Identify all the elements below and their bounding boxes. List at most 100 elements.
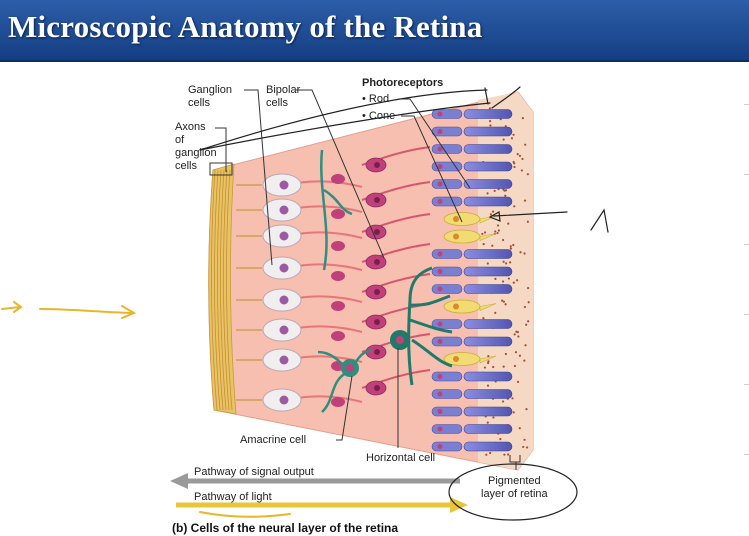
rod-inner-segment [431, 249, 463, 259]
label-ganglion-line1: Ganglion [188, 84, 233, 96]
rod-inner-segment [431, 389, 463, 399]
pigment-granule [526, 220, 529, 223]
pigment-granule [512, 281, 515, 284]
label-axons-line3: ganglion [175, 147, 217, 159]
pigment-granule [513, 205, 516, 208]
rod-outer-segment [463, 319, 513, 329]
pigment-granule [516, 279, 519, 282]
bipolar-nucleus [374, 229, 380, 235]
axon-fibers [211, 169, 233, 411]
pigment-granule [507, 277, 510, 280]
horizontal-cell [390, 266, 453, 386]
pigment-granule [523, 359, 526, 362]
pigment-granule [491, 244, 494, 247]
pigment-granule [487, 360, 490, 363]
rod-inner-segment [431, 406, 463, 417]
label-horizontal-cell: Horizontal cell [366, 452, 436, 464]
pigment-granule [510, 137, 514, 140]
pigment-granule [524, 143, 527, 146]
pigment-granule [502, 300, 505, 303]
label-pathway-of-light: Pathway of light [194, 491, 272, 503]
rod-nucleus [437, 129, 443, 134]
cone-nucleus [453, 356, 459, 362]
pigment-granule [515, 330, 518, 333]
pigment-granule [512, 160, 515, 164]
pigment-granule [523, 252, 526, 255]
rod-outer-segment [463, 161, 513, 172]
bipolar-cell-small [331, 241, 345, 251]
label-ganglion-cells: Ganglion cells [188, 84, 232, 110]
rod-nucleus [437, 444, 443, 449]
rod-nucleus [437, 339, 443, 344]
pigment-granule [509, 247, 513, 250]
pigment-granule [503, 453, 506, 456]
rod-nucleus [437, 251, 443, 257]
pigment-granule [525, 446, 529, 449]
rod-outer-segment [463, 109, 513, 119]
pigment-granule [521, 117, 524, 120]
edge-tick [744, 104, 749, 105]
pigment-granule [516, 380, 520, 383]
cone-nucleus [453, 303, 459, 310]
pigment-granule [501, 238, 505, 242]
axon-fiber [220, 169, 227, 411]
rod-inner-segment [431, 196, 463, 207]
ganglion-nucleus [279, 180, 289, 190]
slide-title: Microscopic Anatomy of the Retina [8, 9, 483, 44]
ganglion-nucleus [279, 231, 289, 241]
pigment-granule [523, 199, 527, 202]
rod-nucleus [437, 426, 443, 432]
pigment-granule [502, 365, 505, 368]
edge-tick [744, 174, 749, 175]
pigment-granule [493, 189, 496, 192]
bipolar-cell-small [331, 209, 345, 219]
rod-inner-segment [431, 441, 463, 452]
ganglion-nucleus [279, 263, 289, 273]
bipolar-cell-small [331, 174, 345, 184]
pigment-granule [502, 138, 505, 141]
rod-outer-segment [463, 144, 513, 154]
pigment-granule [526, 173, 529, 176]
pigment-granule [518, 354, 522, 357]
pigment-granule [485, 453, 488, 456]
rod-nucleus [437, 146, 443, 152]
pigment-granule [518, 154, 522, 157]
edge-tick [744, 314, 749, 315]
pigment-granule [494, 230, 497, 233]
pigment-granule [489, 124, 492, 127]
rod-outer-segment [463, 126, 513, 137]
label-amacrine-cell: Amacrine cell [240, 434, 307, 446]
pigment-granule [525, 323, 528, 326]
bipolar-nucleus [374, 319, 380, 325]
rod-nucleus [437, 181, 443, 187]
axon-fiber [214, 169, 221, 411]
title-bar: Microscopic Anatomy of the Retina [0, 0, 749, 62]
leader-lines [215, 89, 521, 470]
rod-outer-segment [463, 424, 513, 434]
axon-fiber [217, 169, 224, 411]
rod-nucleus [437, 286, 443, 292]
rod-nucleus [437, 199, 443, 204]
pigment-granule [494, 311, 497, 314]
axon-fiber [226, 169, 233, 411]
pen-annotations [199, 86, 609, 521]
pigment-granule [488, 107, 491, 110]
pigment-granule [501, 299, 504, 302]
pigment-granule [516, 153, 519, 156]
rod-inner-segment [431, 109, 463, 119]
pigment-granule [518, 427, 521, 430]
pigment-granule [522, 445, 525, 449]
edge-tick [744, 244, 749, 245]
pigment-granule [523, 305, 527, 309]
pigment-granule [505, 262, 508, 265]
pigment-granule [507, 222, 510, 225]
cone-cells [443, 212, 497, 366]
pigment-granule [511, 397, 514, 400]
pigment-granule [492, 416, 495, 419]
pigment-granule [491, 210, 495, 213]
rod-outer-segment [463, 196, 513, 207]
rod-nucleus [437, 391, 443, 397]
cone-outer-segment [479, 355, 497, 364]
bipolar-nucleus [374, 197, 380, 203]
pigment-granule [486, 421, 489, 424]
